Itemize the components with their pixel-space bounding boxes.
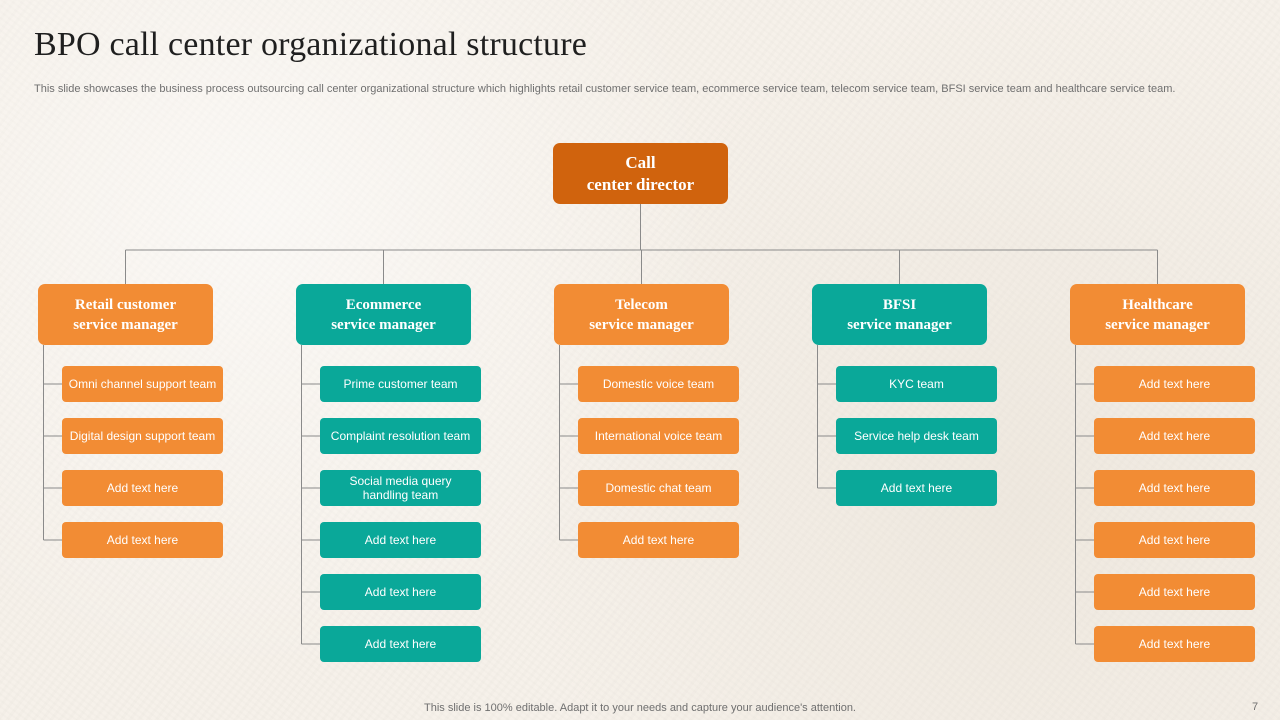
team-box[interactable]: Digital design support team (62, 418, 223, 454)
team-label: Add text here (1138, 481, 1211, 495)
team-box[interactable]: Add text here (1094, 626, 1255, 662)
director-box[interactable]: Call center director (553, 143, 728, 204)
manager-label-line2: service manager (331, 316, 436, 333)
director-label-line2: center director (586, 174, 695, 194)
manager-label-line1: Telecom (615, 296, 668, 313)
team-box[interactable]: Add text here (1094, 470, 1255, 506)
team-label: Add text here (364, 637, 437, 651)
manager-box-bfsi[interactable]: BFSI service manager (812, 284, 987, 345)
team-label: Domestic voice team (602, 377, 715, 391)
team-label: Add text here (622, 533, 695, 547)
team-box[interactable]: Complaint resolution team (320, 418, 481, 454)
team-box[interactable]: KYC team (836, 366, 997, 402)
team-box[interactable]: Add text here (1094, 522, 1255, 558)
slide-footer-note: This slide is 100% editable. Adapt it to… (424, 702, 856, 714)
team-label: Add text here (106, 481, 179, 495)
team-box[interactable]: Add text here (1094, 366, 1255, 402)
team-label: Service help desk team (854, 429, 979, 443)
team-label: Add text here (880, 481, 953, 495)
director-label-line1: Call (625, 152, 656, 172)
team-label: Omni channel support team (68, 377, 217, 391)
team-box[interactable]: Add text here (1094, 574, 1255, 610)
team-box[interactable]: International voice team (578, 418, 739, 454)
manager-box-ecommerce[interactable]: Ecommerce service manager (296, 284, 471, 345)
slide-title: BPO call center organizational structure (34, 26, 588, 63)
team-box[interactable]: Add text here (320, 574, 481, 610)
team-box[interactable]: Domestic chat team (578, 470, 739, 506)
manager-label-line2: service manager (1105, 316, 1210, 333)
team-label: Add text here (106, 533, 179, 547)
manager-label-line2: service manager (589, 316, 694, 333)
team-box[interactable]: Add text here (320, 626, 481, 662)
manager-box-telecom[interactable]: Telecom service manager (554, 284, 729, 345)
team-box[interactable]: Add text here (320, 522, 481, 558)
team-label: Complaint resolution team (330, 429, 471, 443)
team-box[interactable]: Add text here (578, 522, 739, 558)
team-label: Add text here (1138, 429, 1211, 443)
manager-box-retail[interactable]: Retail customer service manager (38, 284, 213, 345)
team-label: Add text here (1138, 637, 1211, 651)
team-label: Add text here (364, 585, 437, 599)
team-label: Prime customer team (343, 377, 458, 391)
team-box[interactable]: Social media query handling team (320, 470, 481, 506)
page-number: 7 (1252, 701, 1259, 713)
team-label: Social media query handling team (349, 474, 452, 502)
team-label: International voice team (594, 429, 723, 443)
team-label: Digital design support team (69, 429, 216, 443)
team-box[interactable]: Omni channel support team (62, 366, 223, 402)
manager-label-line1: Healthcare (1122, 296, 1193, 313)
team-label: Add text here (1138, 585, 1211, 599)
team-box[interactable]: Prime customer team (320, 366, 481, 402)
team-label: Add text here (1138, 377, 1211, 391)
slide-subtitle: This slide showcases the business proces… (34, 83, 1176, 95)
manager-label-line1: Retail customer (74, 296, 177, 313)
team-box[interactable]: Service help desk team (836, 418, 997, 454)
team-box[interactable]: Add text here (62, 522, 223, 558)
manager-box-healthcare[interactable]: Healthcare service manager (1070, 284, 1245, 345)
team-label: Add text here (1138, 533, 1211, 547)
team-box[interactable]: Add text here (1094, 418, 1255, 454)
team-label: KYC team (889, 377, 944, 391)
manager-label-line1: Ecommerce (345, 296, 422, 313)
team-box[interactable]: Add text here (836, 470, 997, 506)
manager-label-line2: service manager (847, 316, 952, 333)
team-label: Domestic chat team (605, 481, 712, 495)
team-label: Add text here (364, 533, 437, 547)
team-box[interactable]: Add text here (62, 470, 223, 506)
manager-label-line2: service manager (73, 316, 178, 333)
team-box[interactable]: Domestic voice team (578, 366, 739, 402)
manager-label-line1: BFSI (882, 296, 917, 313)
